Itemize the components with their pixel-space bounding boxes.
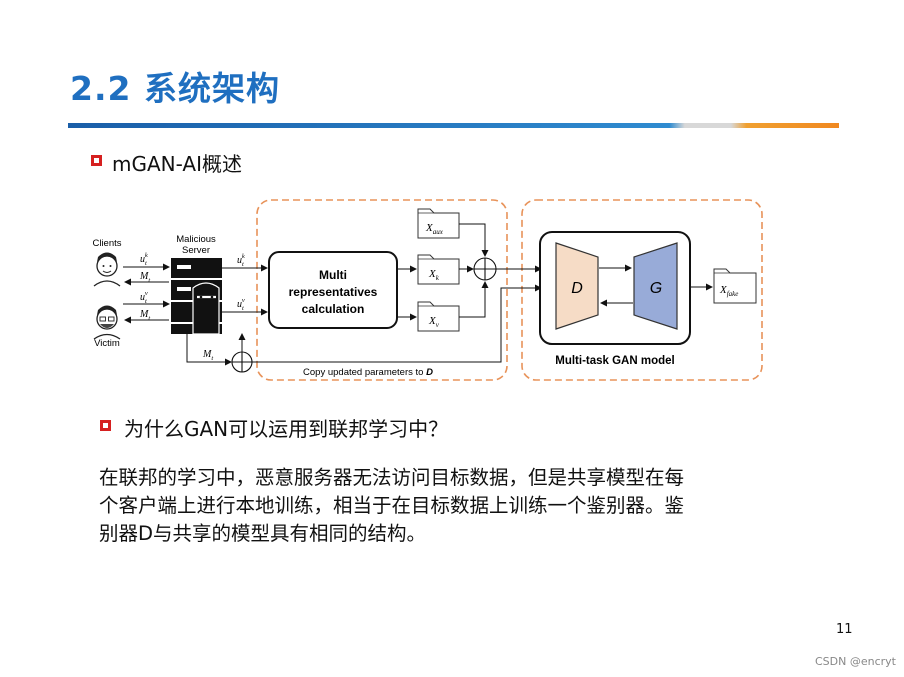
malicious-server-icon (171, 258, 222, 335)
svg-text:utv: utv (237, 297, 245, 312)
server-label-line2: Server (182, 245, 210, 256)
victim-avatar-icon (93, 305, 121, 340)
calc-label-line2: representatives (289, 285, 378, 299)
dashed-group-calculation (256, 199, 508, 381)
bullet-mgan-overview: mGAN-AI概述 (112, 152, 242, 176)
clients-label: Clients (92, 238, 121, 249)
client-avatar-icon (93, 252, 121, 287)
generator-shape (633, 242, 678, 330)
folder-x-v-icon (417, 301, 460, 332)
calc-label-line3: calculation (302, 302, 365, 316)
folder-x-aux-icon (417, 208, 460, 239)
folder-x-k-icon (417, 254, 460, 285)
discriminator-label: D (571, 280, 583, 297)
svg-text:Xfake: Xfake (719, 284, 738, 298)
paragraph-line: 别器D与共享的模型具有相同的结构。 (99, 522, 427, 545)
title-underline (68, 123, 839, 128)
watermark: CSDN @encryt (815, 655, 896, 668)
svg-text:Xv: Xv (428, 315, 440, 329)
folder-x-fake-icon (713, 268, 757, 304)
svg-text:utk: utk (237, 253, 245, 268)
xor-node-upper (473, 257, 497, 281)
calc-label-line1: Multi (319, 268, 347, 282)
bullet-square-icon (91, 155, 102, 166)
svg-text:Xaux: Xaux (425, 222, 444, 236)
paragraph-line: 个客户端上进行本地训练，相当于在目标数据上训练一个鉴别器。鉴 (99, 494, 685, 517)
discriminator-shape (555, 242, 599, 330)
slide-title: 2.2 系统架构 (70, 69, 280, 108)
bullet-why-gan: 为什么GAN可以运用到联邦学习中？ (124, 417, 449, 441)
victim-label: Victim (94, 338, 120, 349)
svg-text:Mt: Mt (139, 271, 150, 284)
svg-text:Mt: Mt (139, 309, 150, 322)
calculation-box (268, 251, 398, 329)
dashed-group-gan (521, 199, 763, 381)
gan-caption: Multi-task GAN model (555, 355, 674, 367)
svg-text:Xk: Xk (428, 268, 440, 282)
architecture-diagram: Clients Victim Malicious Server (92, 199, 763, 381)
explanation-paragraph: 在联邦的学习中，恶意服务器无法访问目标数据，但是共享模型在每 个客户端上进行本地… (99, 464, 789, 548)
xor-node-lower (231, 351, 253, 373)
page-number: 11 (836, 622, 853, 637)
copy-params-label: Copy updated parameters to D (303, 367, 433, 378)
svg-text:Mt: Mt (202, 349, 213, 362)
bullet-square-icon (100, 420, 111, 431)
paragraph-line: 在联邦的学习中，恶意服务器无法访问目标数据，但是共享模型在每 (99, 466, 685, 489)
server-label-line1: Malicious (176, 234, 216, 245)
generator-label: G (650, 280, 662, 297)
svg-text:utk: utk (140, 252, 148, 267)
svg-text:utv: utv (140, 290, 148, 305)
